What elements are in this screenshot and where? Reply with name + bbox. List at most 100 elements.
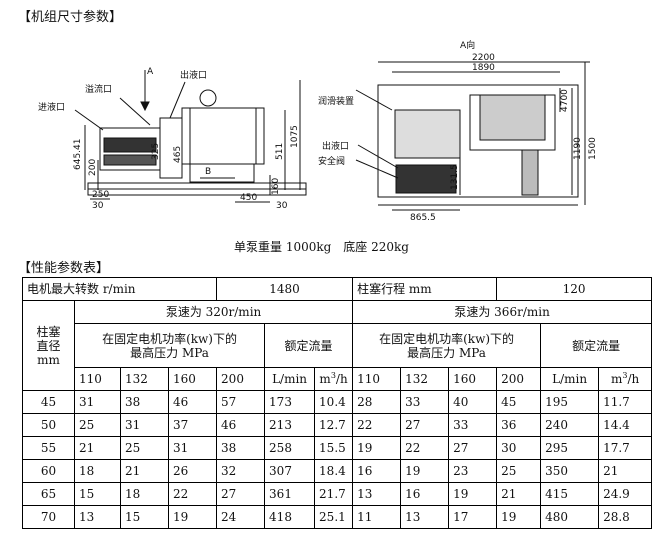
relief-port-label: 溢流口 xyxy=(85,83,112,95)
value-cell-320: 38 xyxy=(120,390,169,414)
value-cell-366: 13 xyxy=(400,505,450,529)
unit-m3h-a-base: m xyxy=(319,372,331,386)
dim-645-41: 645.41 xyxy=(73,139,83,171)
power-160-a: 160 xyxy=(167,367,218,391)
value-cell-320: 18 xyxy=(120,482,169,506)
plunger-diameter-cell: 55 xyxy=(22,436,75,460)
pump-unit-drawing: A 进液口 溢流口 出液口 645.41 200 325 465 511 107… xyxy=(38,39,598,223)
side-view xyxy=(74,70,307,203)
unit-m3h-a-sup: 3 xyxy=(330,371,336,380)
value-cell-366: 21 xyxy=(598,459,653,483)
power-110-a: 110 xyxy=(74,367,121,391)
value-cell-320: 26 xyxy=(167,459,218,483)
plunger-label-3: mm xyxy=(37,352,60,367)
plunger-diameter-cell: 60 xyxy=(22,459,75,483)
value-cell-366: 19 xyxy=(448,482,498,506)
table-row-units: 110 132 160 200 L/min m3/h 110 132 160 2… xyxy=(23,367,653,391)
plunger-diameter-cell: 45 xyxy=(22,390,75,414)
value-cell-320: 38 xyxy=(216,436,266,460)
dim-4700: 4700 xyxy=(560,89,570,112)
value-cell-366: 480 xyxy=(540,505,600,529)
value-cell-366: 28 xyxy=(352,390,402,414)
stroke-value: 120 xyxy=(496,277,653,301)
motor-lifting-eye xyxy=(199,89,217,107)
value-cell-320: 27 xyxy=(216,482,266,506)
value-cell-320: 31 xyxy=(167,436,218,460)
pump-cylinders xyxy=(103,137,157,153)
pressure-header-366-line1: 在固定电机功率(kw)下的 xyxy=(379,331,515,346)
inlet-label: 进液口 xyxy=(38,101,65,113)
unit-m3h-a: m3/h xyxy=(314,367,354,391)
value-cell-320: 32 xyxy=(216,459,266,483)
power-132-a: 132 xyxy=(120,367,169,391)
value-cell-366: 40 xyxy=(448,390,498,414)
arrow-a-label: A xyxy=(147,67,154,77)
performance-heading: 【性能参数表】 xyxy=(18,261,110,276)
unit-m3h-b: m3/h xyxy=(598,367,653,391)
value-cell-320: 31 xyxy=(74,390,121,414)
value-cell-366: 14.4 xyxy=(598,413,653,437)
dim-131-5: 131.5 xyxy=(450,164,460,190)
value-cell-320: 25 xyxy=(74,413,121,437)
value-cell-366: 25 xyxy=(496,459,542,483)
end-pump-cylinders xyxy=(395,164,457,194)
power-200-a: 200 xyxy=(216,367,266,391)
pressure-header-320-line1: 在固定电机功率(kw)下的 xyxy=(102,331,237,346)
value-cell-320: 21.7 xyxy=(314,482,354,506)
value-cell-320: 22 xyxy=(167,482,218,506)
value-cell-320: 15 xyxy=(120,505,169,529)
value-cell-320: 24 xyxy=(216,505,266,529)
table-row-subheader: 在固定电机功率(kw)下的 最高压力 MPa 额定流量 在固定电机功率(kw)下… xyxy=(23,323,653,368)
pressure-header-366: 在固定电机功率(kw)下的 最高压力 MPa xyxy=(352,323,542,368)
value-cell-366: 22 xyxy=(400,436,450,460)
pressure-header-366-line2: 最高压力 MPa xyxy=(407,345,486,360)
value-cell-320: 21 xyxy=(120,459,169,483)
value-cell-320: 46 xyxy=(167,390,218,414)
unit-lmin-a: L/min xyxy=(264,367,316,391)
motor-speed-label: 电机最大转数 r/min xyxy=(21,277,218,301)
value-cell-366: 295 xyxy=(540,436,600,460)
value-cell-320: 418 xyxy=(264,505,316,529)
dim-250: 250 xyxy=(92,190,109,200)
dim-325: 325 xyxy=(151,143,161,160)
value-cell-320: 46 xyxy=(216,413,266,437)
flow-header-320: 额定流量 xyxy=(264,323,354,368)
value-cell-366: 33 xyxy=(400,390,450,414)
value-cell-320: 18.4 xyxy=(314,459,354,483)
value-cell-366: 27 xyxy=(448,436,498,460)
value-cell-366: 415 xyxy=(540,482,600,506)
power-160-b: 160 xyxy=(448,367,498,391)
value-cell-366: 350 xyxy=(540,459,600,483)
value-cell-320: 258 xyxy=(264,436,316,460)
unit-m3h-b-tail: /h xyxy=(627,372,640,386)
arrow-a-icon xyxy=(140,101,150,112)
dim-1500: 1500 xyxy=(588,137,598,160)
value-cell-366: 23 xyxy=(448,459,498,483)
value-cell-320: 25 xyxy=(120,436,169,460)
value-cell-366: 11.7 xyxy=(598,390,653,414)
dim-2200: 2200 xyxy=(472,53,495,63)
lube-label: 润滑装置 xyxy=(318,95,354,107)
pressure-header-320: 在固定电机功率(kw)下的 最高压力 MPa xyxy=(73,323,266,368)
value-cell-320: 15 xyxy=(74,482,121,506)
value-cell-320: 57 xyxy=(216,390,266,414)
value-cell-320: 21 xyxy=(74,436,121,460)
value-cell-366: 16 xyxy=(400,482,450,506)
unit-m3h-b-sup: 3 xyxy=(622,371,628,380)
dim-30-right: 30 xyxy=(276,201,288,211)
dim-160: 160 xyxy=(271,178,281,195)
value-cell-366: 22 xyxy=(352,413,402,437)
value-cell-366: 36 xyxy=(496,413,542,437)
value-cell-320: 213 xyxy=(264,413,316,437)
table-row-motor: 电机最大转数 r/min 1480 柱塞行程 mm 120 xyxy=(21,277,653,301)
value-cell-366: 11 xyxy=(352,505,402,529)
value-cell-320: 37 xyxy=(167,413,218,437)
value-cell-366: 17.7 xyxy=(598,436,653,460)
plunger-label-1: 柱塞 xyxy=(36,324,61,339)
value-cell-366: 27 xyxy=(400,413,450,437)
